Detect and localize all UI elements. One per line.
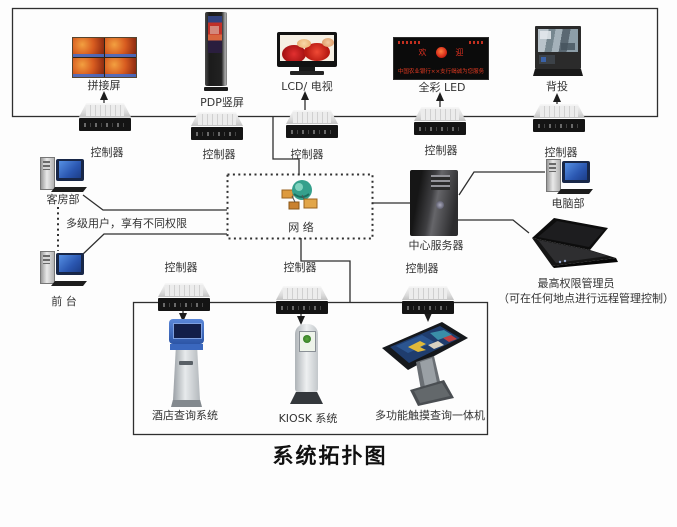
admin-label-line2: （可在任何地点进行远程管理控制）	[498, 292, 674, 305]
hotel-kiosk-icon	[166, 319, 208, 407]
kiosk-base	[290, 392, 323, 404]
controller-touch	[402, 286, 454, 314]
video-wall-icon	[72, 37, 137, 78]
pc-monitor	[562, 161, 590, 183]
network-icon	[280, 178, 320, 214]
controller-label: 控制器	[202, 148, 236, 161]
kiosk-screen	[173, 323, 202, 339]
controller-rear	[533, 104, 585, 132]
pdp-display	[208, 16, 222, 53]
pdp-label: PDP竖屏	[200, 96, 244, 109]
lcd-foot	[290, 71, 324, 75]
admin-label-line1: 最高权限管理员	[537, 277, 615, 290]
pc-monitor	[56, 159, 84, 181]
pdp-base	[204, 87, 228, 91]
hotel-kiosk-label: 酒店查询系统	[152, 409, 218, 422]
rear-projection-label: 背投	[546, 80, 568, 93]
led-label: 全彩 LED	[418, 81, 466, 94]
controller-label: 控制器	[405, 262, 439, 275]
central-server-label: 中心服务器	[408, 239, 464, 252]
lcd-stand	[299, 67, 315, 71]
pc-monitor	[56, 253, 84, 275]
room-dept-pc-icon	[40, 156, 88, 194]
room-dept-label: 客房部	[46, 193, 80, 206]
video-wall-cell	[73, 58, 104, 77]
led-char: 欢	[418, 48, 427, 57]
video-wall-cell	[73, 38, 104, 57]
kiosk-screen	[299, 331, 316, 352]
controller-label: 控制器	[283, 261, 317, 274]
led-char: 迎	[455, 48, 464, 57]
controller-label: 控制器	[164, 261, 198, 274]
controller-label: 控制器	[90, 146, 124, 159]
controller-pdp	[191, 112, 243, 140]
pc-tower	[40, 251, 55, 284]
rear-base	[533, 69, 583, 76]
rear-screen	[538, 29, 578, 52]
lcd-label: LCD/ 电视	[281, 80, 333, 93]
kiosk-system-label: KIOSK 系统	[278, 412, 338, 425]
lcd-tv-icon	[277, 32, 337, 76]
kiosk-slot	[179, 361, 193, 365]
central-server-icon	[410, 170, 458, 236]
diagram-title: 系统拓扑图	[272, 444, 388, 468]
led-text-row	[398, 41, 420, 44]
multi-user-note: 多级用户，享有不同权限	[66, 217, 187, 230]
pc-tower	[546, 159, 561, 192]
computer-dept-label: 电脑部	[551, 197, 585, 210]
controller-hotel-kiosk	[158, 283, 210, 311]
video-wall-cell	[105, 38, 136, 57]
kiosk-body	[173, 350, 200, 400]
rear-panel	[539, 55, 555, 64]
pc-keyboard	[51, 281, 87, 286]
controller-video-wall	[79, 103, 131, 131]
controller-label: 控制器	[544, 146, 578, 159]
pc-tower	[40, 157, 55, 190]
lcd-display	[280, 35, 334, 61]
controller-kiosk	[276, 286, 328, 314]
pc-keyboard	[557, 189, 593, 194]
rear-projection-icon	[533, 26, 583, 76]
controller-label: 控制器	[424, 144, 458, 157]
pdp-screen-icon	[204, 12, 230, 91]
led-emblem-icon	[435, 47, 447, 58]
front-desk-pc-icon	[40, 250, 88, 288]
led-bottom-text: 中国农业银行××支行竭诚为您服务	[397, 69, 485, 75]
controller-led	[414, 107, 466, 135]
computer-dept-pc-icon	[546, 158, 594, 196]
video-wall-cell	[105, 58, 136, 77]
kiosk-band	[170, 344, 203, 350]
controller-label: 控制器	[290, 148, 324, 161]
touch-terminal-label: 多功能触摸查询一体机	[375, 409, 485, 422]
touch-terminal-icon	[380, 318, 468, 406]
led-text-row	[469, 41, 485, 44]
admin-laptop-icon	[524, 218, 618, 268]
controller-lcd	[286, 110, 338, 138]
led-center-text: 欢 迎	[394, 46, 488, 59]
network-label: 网 络	[288, 221, 314, 234]
kiosk-system-icon	[286, 324, 328, 404]
front-desk-label: 前 台	[51, 295, 77, 308]
led-board-icon: 欢 迎 中国农业银行××支行竭诚为您服务	[393, 37, 489, 80]
kiosk-base	[171, 400, 202, 407]
video-wall-label: 拼接屏	[87, 79, 121, 92]
